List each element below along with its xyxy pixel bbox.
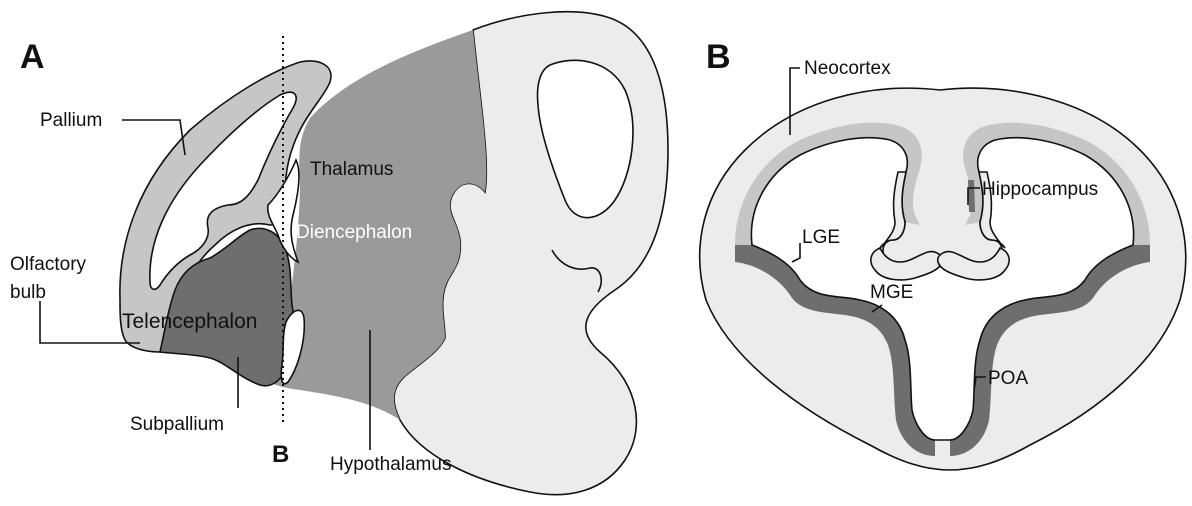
hippocampus-label: Hippocampus	[982, 179, 1098, 200]
panel-b: B Neocortex Hippocampus LGE MGE POA	[700, 38, 1186, 470]
olfactory-label-line2: bulb	[10, 282, 46, 303]
hypothalamus-label: Hypothalamus	[330, 454, 451, 475]
olfactory-label-line1: Olfactory	[10, 254, 87, 275]
lge-label: LGE	[802, 227, 840, 248]
subpallium-label: Subpallium	[130, 414, 224, 435]
thalamus-label: Thalamus	[310, 159, 393, 180]
section-marker-label: B	[272, 441, 289, 468]
diencephalon-label: Diencephalon	[296, 222, 412, 243]
mge-label: MGE	[870, 282, 913, 303]
panel-a-letter: A	[20, 38, 45, 76]
hippocampus-mark	[968, 180, 975, 212]
poa-label: POA	[988, 368, 1028, 389]
neocortex-label: Neocortex	[804, 58, 891, 79]
pallium-label: Pallium	[40, 110, 102, 131]
panel-b-letter: B	[706, 38, 731, 76]
telencephalon-label: Telencephalon	[122, 310, 257, 333]
panel-a: A Pallium Olfactory bulb Telencephalon S…	[10, 12, 668, 495]
